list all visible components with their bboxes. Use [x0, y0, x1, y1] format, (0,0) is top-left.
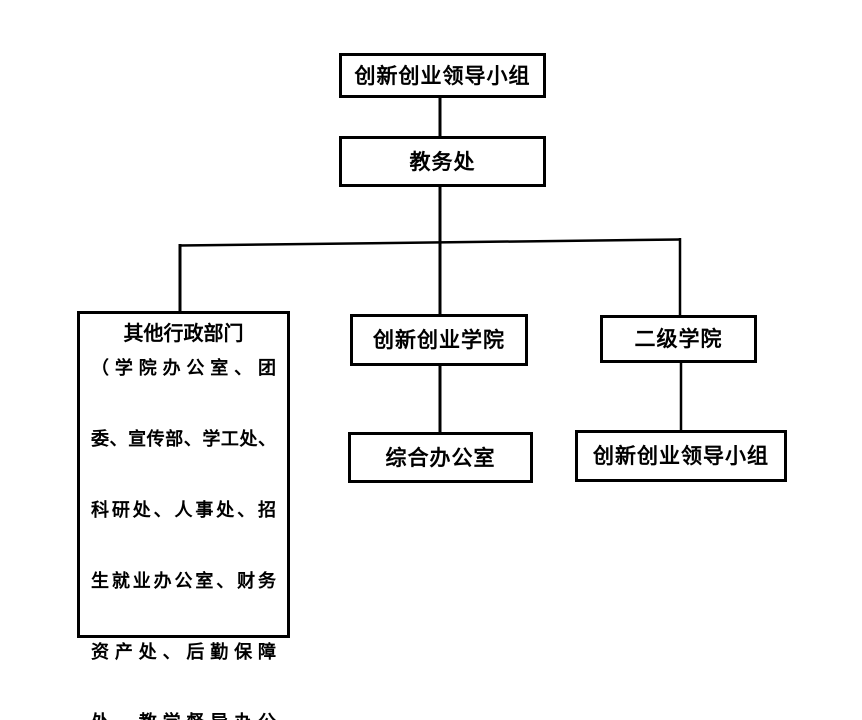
org-box-secondary-college: 二级学院 — [600, 315, 757, 363]
org-box-root-leading-group: 创新创业领导小组 — [339, 53, 546, 98]
other-admin-line: 处、教学督导办公 — [91, 705, 276, 720]
org-box-innovation-college: 创新创业学院 — [350, 314, 528, 366]
other-admin-line: 生就业办公室、财务 — [91, 570, 276, 592]
other-admin-heading: 其他行政部门 — [123, 321, 244, 345]
other-admin-line: 科研处、人事处、招 — [91, 500, 276, 522]
org-box-other-admin-departments: 其他行政部门 （学院办公室、团 委、宣传部、学工处、 科研处、人事处、招 生就业… — [77, 311, 290, 720]
org-box-academic-affairs-office: 教务处 — [339, 136, 546, 187]
other-admin-line: （学院办公室、团 — [91, 358, 276, 380]
org-box-secondary-leading-group: 创新创业领导小组 — [575, 430, 787, 482]
org-box-general-office: 综合办公室 — [348, 432, 533, 483]
other-admin-line: 委、宣传部、学工处、 — [91, 429, 276, 451]
other-admin-line: 资产处、后勤保障 — [91, 641, 276, 663]
